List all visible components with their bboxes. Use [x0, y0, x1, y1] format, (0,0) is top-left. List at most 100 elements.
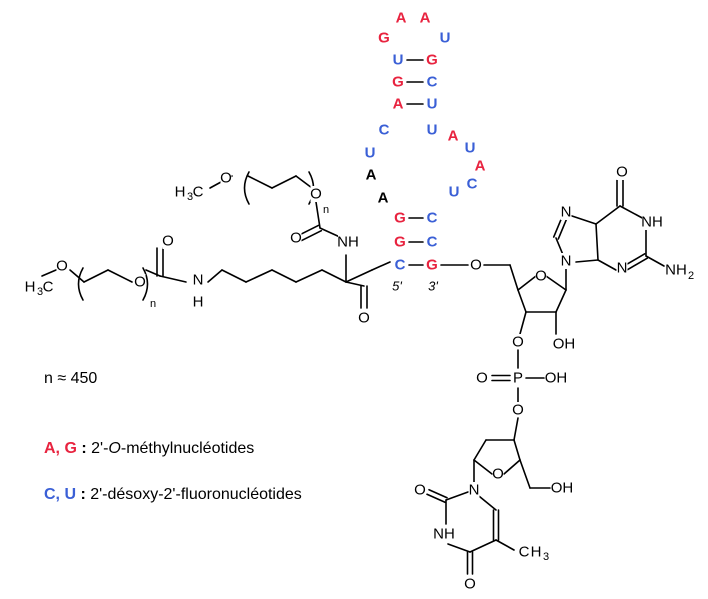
bulge-left-nt-1: C [379, 122, 390, 139]
peg1-n-subscript: n [150, 298, 156, 310]
atom-n1h: NH [641, 214, 663, 231]
bond-carbonyl-nh [159, 275, 187, 283]
stem2-right-nt-1: C [427, 210, 438, 227]
bond-peg2b [271, 175, 297, 189]
atom-h3-sub: 3 [37, 286, 43, 298]
loop-nt-2: A [420, 10, 431, 27]
atom-o-deoxyribose: O [492, 466, 504, 483]
bond-carbamate-o [297, 224, 320, 237]
thy-c5-ch3 [495, 539, 515, 551]
atom-n7: N [561, 204, 572, 221]
atom-c-methyl1: C [43, 279, 54, 296]
atom-oh-p-bg [546, 370, 566, 386]
bond-o-ch2 [69, 269, 85, 283]
stem1-right-nt-1: G [426, 52, 438, 69]
bond-lys3 [271, 269, 297, 283]
atom-nh2-bg [666, 262, 686, 278]
atom-h3-2-bg [174, 184, 186, 200]
bulge-left-nt-2: U [365, 145, 376, 162]
deoxy-c1-o [473, 459, 493, 475]
bulge-right-nt-2: A [448, 128, 459, 145]
bond-c-co [345, 269, 373, 283]
atom-o-peg2b: O [220, 170, 232, 187]
atom-thy-h3-sub: 3 [543, 551, 549, 563]
atom-nh-lys: NH [337, 234, 359, 251]
atom-thy-c-methyl: C [519, 544, 530, 561]
bond-c5-c4 [509, 264, 519, 291]
deoxy-c2-c1 [473, 439, 487, 461]
thy-n1-c2 [445, 491, 469, 501]
atom-o-peg1-bg [56, 258, 68, 274]
atom-o-3prime-bg [512, 334, 524, 350]
peg1-paren-open [77, 267, 84, 301]
bulge-right-nt-3: U [465, 140, 476, 157]
atom-n7-bg [560, 204, 572, 220]
atom-o-ribose: O [535, 268, 547, 285]
stem1-left-nt-3: A [393, 96, 404, 113]
atom-o-p-bottom: O [512, 402, 524, 419]
stem2-right-nt-3: G [426, 257, 438, 274]
bulge-right-nt-4: A [475, 158, 486, 175]
peg2-paren-open [243, 171, 250, 205]
stem1-left-nt-1: U [393, 52, 404, 69]
atom-c-methyl2-bg [192, 184, 204, 200]
deoxy-c4-c3 [513, 439, 521, 461]
bulge-right-nt-1: U [427, 122, 438, 139]
atom-o-ribose-bg [535, 268, 547, 284]
bond-ca [321, 269, 347, 283]
atom-o6: O [616, 164, 628, 181]
loop-nt-3: G [378, 30, 390, 47]
atom-o-ketone-bg [358, 310, 370, 326]
atom-h3-bg [24, 279, 36, 295]
atom-o6-bg [616, 164, 628, 180]
legend-methyl: A, G : 2'-O-méthylnucléotides [44, 440, 254, 458]
atom-oh-5prime-bg [552, 480, 572, 496]
peg1-paren-close [142, 267, 149, 301]
bond-ch3-o [41, 269, 57, 277]
purine-n3-c4 [597, 259, 617, 271]
bulge-left-nt-4: A [378, 190, 389, 207]
loop-nt-1: A [396, 10, 407, 27]
atom-thy-h3-bg [530, 544, 542, 560]
atom-thy-h3: H [531, 544, 542, 561]
atom-oh-p: OH [545, 370, 568, 387]
purine-c4-n9 [575, 259, 599, 263]
n-value-label: n ≈ 450 [44, 370, 98, 387]
bulge-left-nt-3: A [366, 167, 377, 184]
atom-o-carbonyl1: O [162, 233, 174, 250]
atom-o-carbamate2-bg [290, 230, 302, 246]
legend-methyl-codes: A, G [44, 440, 77, 457]
atom-thy-n3h: NH [433, 526, 455, 543]
bond-o-c3prime [513, 417, 519, 441]
atom-thy-n3h-bg [434, 526, 454, 542]
end-3-prime: 3' [428, 279, 438, 294]
atom-oh-5prime: OH [551, 480, 574, 497]
atom-oh-2prime-bg [554, 336, 574, 352]
atom-c-methyl2: C [193, 184, 204, 201]
atom-o-deoxyribose-bg [492, 466, 504, 482]
bond-lys2 [245, 269, 273, 283]
bond-carbamate-o [300, 229, 323, 242]
atom-o5prime: O [470, 257, 482, 274]
legend-methyl-text-pre: 2'- [86, 440, 109, 457]
atom-o-peg1: O [56, 258, 68, 275]
atom-n-amide-bg [192, 272, 204, 288]
atom-n-amide: N [193, 272, 204, 289]
atom-thy-o4: O [464, 576, 476, 593]
atom-o-peg2: O [310, 186, 322, 203]
atom-thy-o4-bg [464, 576, 476, 592]
purine-c6-n1 [619, 205, 647, 221]
bond-peg2a [295, 175, 313, 189]
atom-h-amide: H [193, 294, 204, 311]
ribose-c4-o [517, 275, 537, 291]
ribose-c1-c2 [555, 289, 567, 313]
atom-thy-n1: N [469, 482, 480, 499]
atom-h-amide-bg [192, 294, 204, 310]
atom-o-peg2b-bg [220, 170, 232, 186]
atom-o-peg2-bg [310, 186, 322, 202]
atom-nh2: NH [665, 262, 687, 279]
deoxy-o-c4 [503, 459, 521, 475]
stem2-left-nt-2: G [394, 234, 406, 251]
atom-o-p-dbl: O [476, 370, 488, 387]
